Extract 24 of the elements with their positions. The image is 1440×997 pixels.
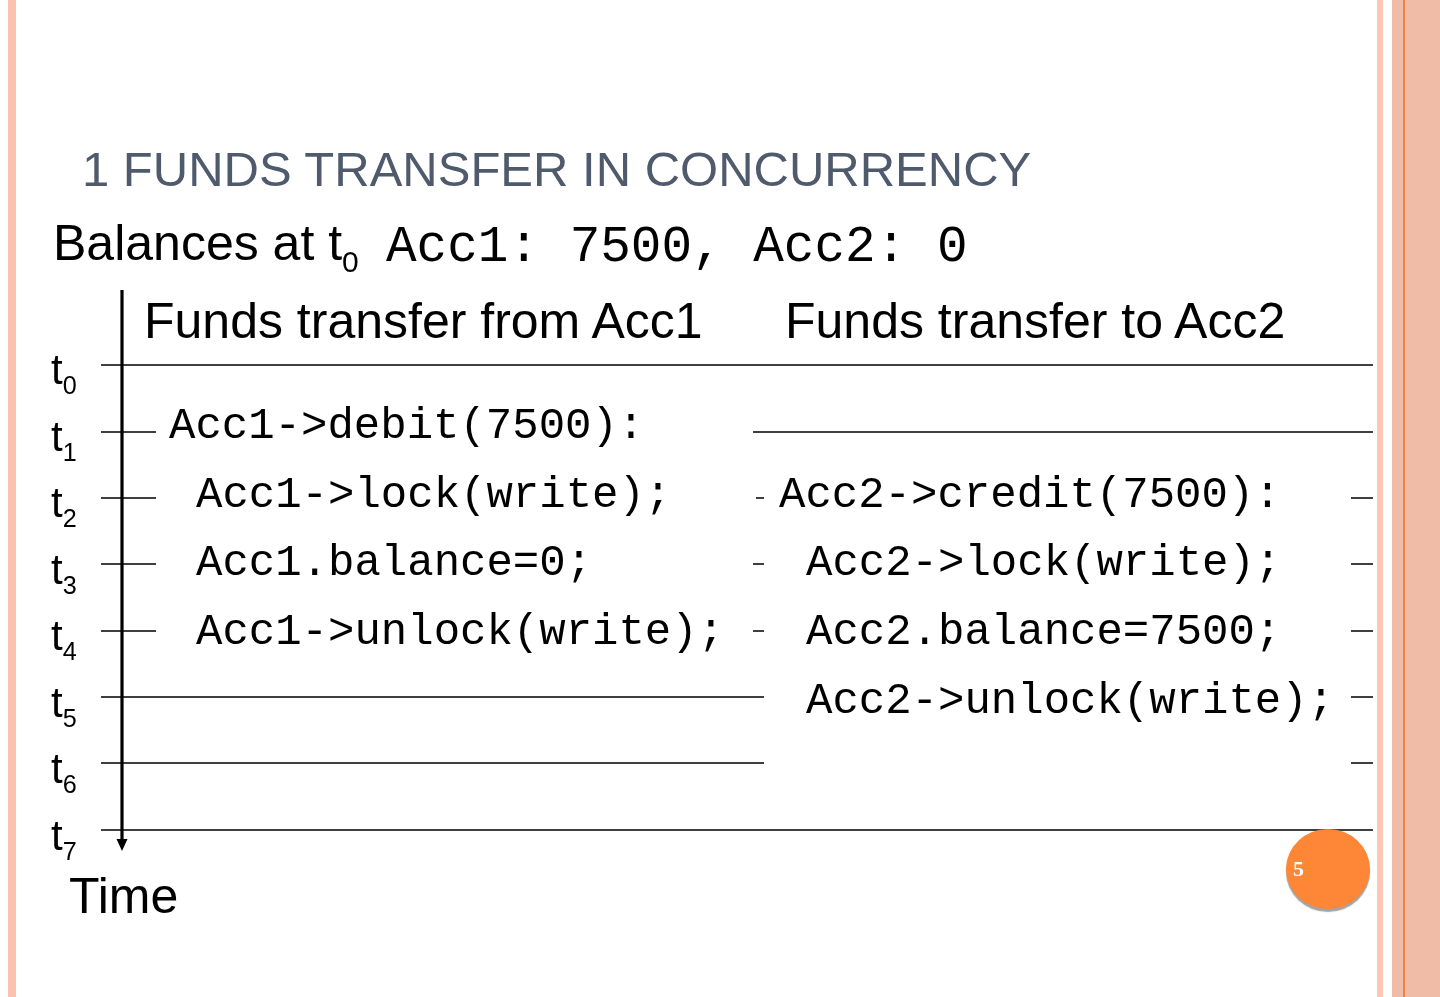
time-label: t$_{0}$ — [51, 349, 77, 399]
code-line: Acc1->unlock(write); — [196, 610, 725, 659]
code-line: Acc1.balance=0; — [196, 541, 593, 591]
code-line: Acc2->lock(write); — [806, 541, 1282, 591]
code-line: Acc1->lock(write); — [196, 472, 672, 522]
page-number-badge — [1286, 829, 1370, 909]
time-label: t$_{6}$ — [51, 748, 77, 798]
page-number: 5 — [1293, 858, 1304, 880]
balance-caption: Balances at t$_{0}$ — [53, 217, 359, 276]
code-line: Acc2->unlock(write); — [806, 678, 1335, 728]
axis-title: Time — [69, 870, 179, 926]
code-line: Acc1->debit(7500): — [169, 403, 645, 453]
time-label: t$_{7}$ — [51, 814, 77, 864]
slide-title: 1 FUNDS TRANSFER IN CONCURRENCY — [82, 145, 1032, 194]
code-line: Acc2.balance=7500; — [806, 610, 1282, 659]
time-label: t$_{3}$ — [51, 548, 77, 598]
time-label: t$_{5}$ — [51, 681, 77, 731]
time-label: t$_{4}$ — [51, 615, 77, 665]
column-heading: Funds transfer from Acc1 — [144, 295, 703, 351]
balance-values: Acc1: 7500, Acc2: 0 — [386, 221, 968, 278]
time-label: t$_{1}$ — [51, 415, 77, 465]
code-line: Acc2->credit(7500): — [779, 472, 1281, 522]
column-heading: Funds transfer to Acc2 — [785, 295, 1286, 351]
time-label: t$_{2}$ — [51, 482, 77, 532]
